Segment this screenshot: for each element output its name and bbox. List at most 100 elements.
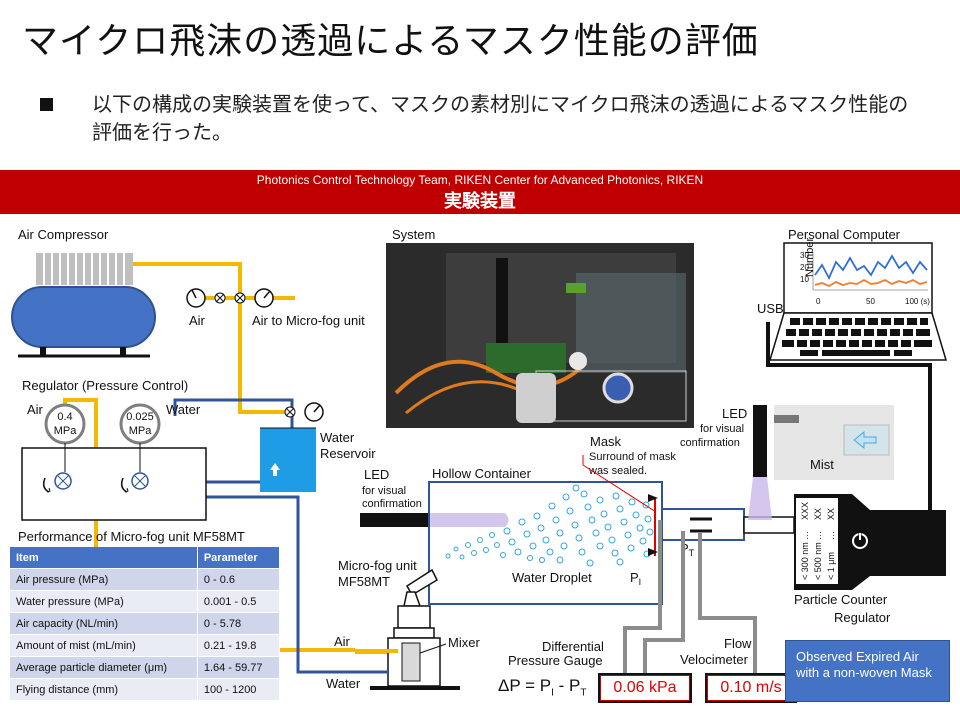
table-cell: 0 - 0.6 [197, 568, 281, 591]
table-cell: 0 - 5.78 [197, 612, 281, 635]
led-left [360, 513, 430, 527]
counter-size-2: < 500 nm [813, 542, 823, 580]
page-title: マイクロ飛沫の透過によるマスク性能の評価 [22, 21, 759, 62]
micro-fog-label-2: MF58MT [338, 574, 390, 589]
mist-photo: Mist [774, 405, 894, 480]
banner-heading: 実験装置 [444, 191, 516, 212]
spec-table-header-row: Item Parameter [10, 547, 281, 569]
air-to-microfog-label: Air to Micro-fog unit [252, 313, 365, 328]
regulator-label: Regulator (Pressure Control) [22, 378, 188, 393]
led-right-beam [748, 477, 772, 520]
hollow-container-label: Hollow Container [432, 466, 532, 481]
led-right [753, 405, 767, 477]
pc-chart-ytick-20: 20 [800, 263, 809, 272]
table-cell: 100 - 1200 [197, 678, 281, 700]
counter-size-3: < 1 μm [826, 552, 836, 580]
air-valve-assembly [186, 288, 274, 308]
pc-chart-xtick-50: 50 [866, 297, 875, 306]
bottom-air-label: Air [334, 634, 351, 649]
counter-xxx-2: XX [813, 508, 823, 520]
mixer-label: Mixer [448, 635, 480, 650]
micro-fog-unit [370, 568, 460, 690]
regulator-air-label: Air [27, 402, 44, 417]
air-regulator-knob-icon [42, 472, 72, 493]
table-cell: Average particle diameter (μm) [10, 656, 198, 679]
mist-label: Mist [810, 457, 834, 472]
table-cell: Water pressure (MPa) [10, 590, 198, 613]
mask-note-2: was sealed. [588, 465, 647, 477]
table-row: Flying distance (mm) 100 - 1200 [10, 678, 281, 700]
formula-sub-i: I [551, 687, 554, 699]
water-droplets [445, 484, 654, 567]
counter-dots-1: … [800, 531, 810, 540]
bullet-square-icon [40, 98, 53, 111]
particle-counter: < 300 nm < 500 nm < 1 μm … … … XXX XX XX [794, 494, 946, 590]
banner-organization: Photonics Control Technology Team, RIKEN… [256, 173, 704, 187]
water-reservoir [260, 402, 324, 492]
led-left-beam [430, 513, 509, 527]
flow-readout: 0.10 m/s [705, 673, 797, 703]
particle-counter-label: Particle Counter [794, 592, 888, 607]
personal-computer-label: Personal Computer [788, 227, 901, 242]
led-right-label-2: for visual [700, 423, 744, 435]
spec-header-item: Item [10, 547, 198, 569]
spec-table-title: Performance of Micro-fog unit MF58MT [18, 529, 245, 544]
counter-dots-2: … [813, 531, 823, 540]
counter-power-icon [852, 533, 868, 549]
led-right-label-3: confirmation [680, 437, 740, 449]
counter-xxx-1: XXX [800, 502, 810, 520]
system-label: System [392, 227, 435, 242]
diff-pressure-label-1: Differential [542, 639, 604, 654]
regulator-water-label: Water [166, 402, 201, 417]
counter-inlet [743, 516, 795, 534]
pc-chart-series-1 [814, 254, 928, 281]
table-cell: Air capacity (NL/min) [10, 612, 198, 635]
pc-chart-ylabel: Number [804, 238, 816, 277]
air-gauge-unit: MPa [54, 425, 78, 437]
led-left-label-2: for visual [362, 485, 406, 497]
counter-size-1: < 300 nm [800, 542, 810, 580]
spec-table: Item Parameter Air pressure (MPa) 0 - 0.… [10, 547, 281, 700]
bullet-point: 以下の構成の実験装置を使って、マスクの素材別にマイクロ飛沫の透過によるマスク性能… [40, 90, 920, 146]
mask-label: Mask [590, 434, 622, 449]
air-pressure-gauge: 0.4 MPa [44, 403, 86, 445]
system-photo [386, 243, 694, 428]
regulator-right-label: Regulator [834, 610, 891, 625]
micro-fog-label-1: Micro-fog unit [338, 558, 417, 573]
table-cell: 1.64 - 59.77 [197, 656, 281, 679]
table-cell: Flying distance (mm) [10, 678, 198, 700]
mask-pointer-line [582, 464, 657, 513]
formula-text: ΔP = P [498, 676, 552, 695]
usb-label: USB [757, 301, 784, 316]
pressure-formula: ΔP = PI - PT [498, 676, 586, 698]
formula-sub-t: T [580, 687, 587, 699]
air-gauge-value: 0.4 [57, 411, 72, 423]
pc-chart-ytick-10: 10 [800, 275, 809, 284]
counter-xxx-3: XX [826, 508, 836, 520]
table-row: Average particle diameter (μm) 1.64 - 59… [10, 656, 281, 679]
table-row: Water pressure (MPa) 0.001 - 0.5 [10, 590, 281, 613]
water-droplet-label: Water Droplet [512, 570, 592, 585]
pc-chart-xtick-0: 0 [816, 297, 821, 306]
diff-pressure-label-2: Pressure Gauge [508, 653, 603, 668]
flow-label-1: Flow [724, 636, 752, 651]
formula-mid: - P [553, 676, 581, 695]
system-photo-illustration [386, 243, 694, 428]
flow-label-2: Velocimeter [680, 652, 749, 667]
air-label-top: Air [189, 313, 206, 328]
water-reservoir-label-1: Water [320, 430, 355, 445]
mask-note-1: Surround of mask [589, 451, 676, 463]
pressure-line-outer [643, 531, 685, 675]
pc-chart-xtick-100: 100 (s) [905, 297, 930, 306]
mist-photo-illustration: Mist [774, 405, 894, 480]
banner: Photonics Control Technology Team, RIKEN… [0, 170, 960, 214]
pressure-line-inner [623, 520, 662, 675]
pressure-readout: 0.06 kPa [598, 673, 692, 703]
hollow-container [428, 481, 663, 605]
air-compressor-label: Air Compressor [18, 227, 109, 242]
bullet-text: 以下の構成の実験装置を使って、マスクの素材別にマイクロ飛沫の透過によるマスク性能… [92, 92, 909, 144]
bottom-water-label: Water [326, 676, 361, 691]
table-cell: 0.001 - 0.5 [197, 590, 281, 613]
observation-note: Observed Expired Air with a non-woven Ma… [785, 640, 950, 702]
table-row: Air pressure (MPa) 0 - 0.6 [10, 568, 281, 591]
